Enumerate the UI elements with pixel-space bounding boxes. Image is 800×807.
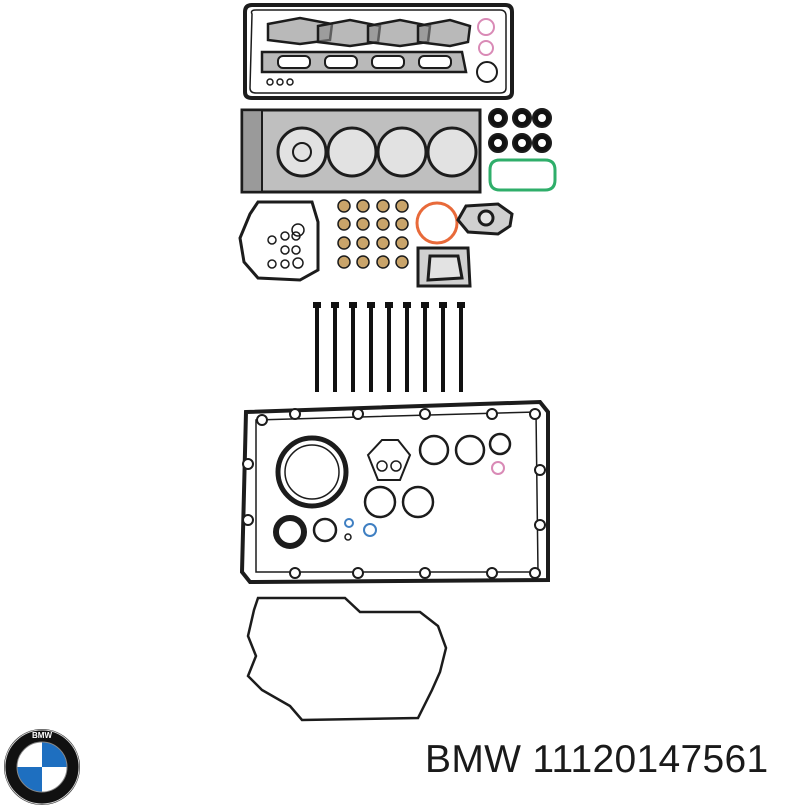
green-flange-gasket <box>488 158 557 192</box>
valve-cover-gasket <box>243 3 514 100</box>
valve-stem-seals-grid <box>337 199 409 269</box>
bmw-logo: BMW <box>4 729 80 805</box>
logo-lettering: BMW <box>32 731 52 740</box>
orange-o-ring <box>415 201 459 245</box>
head-gasket <box>240 108 482 194</box>
part-number: 11120147561 <box>532 738 769 781</box>
timing-cover-gasket <box>238 200 320 282</box>
valve-stem-seals-upper <box>488 108 552 153</box>
lower-cover-gasket <box>246 596 448 722</box>
brand-name: BMW <box>425 738 522 781</box>
oil-pan-gasket <box>239 399 550 585</box>
part-caption: BMW 11120147561 <box>425 738 795 788</box>
flange-gaskets <box>416 202 514 288</box>
head-bolts <box>313 302 465 392</box>
